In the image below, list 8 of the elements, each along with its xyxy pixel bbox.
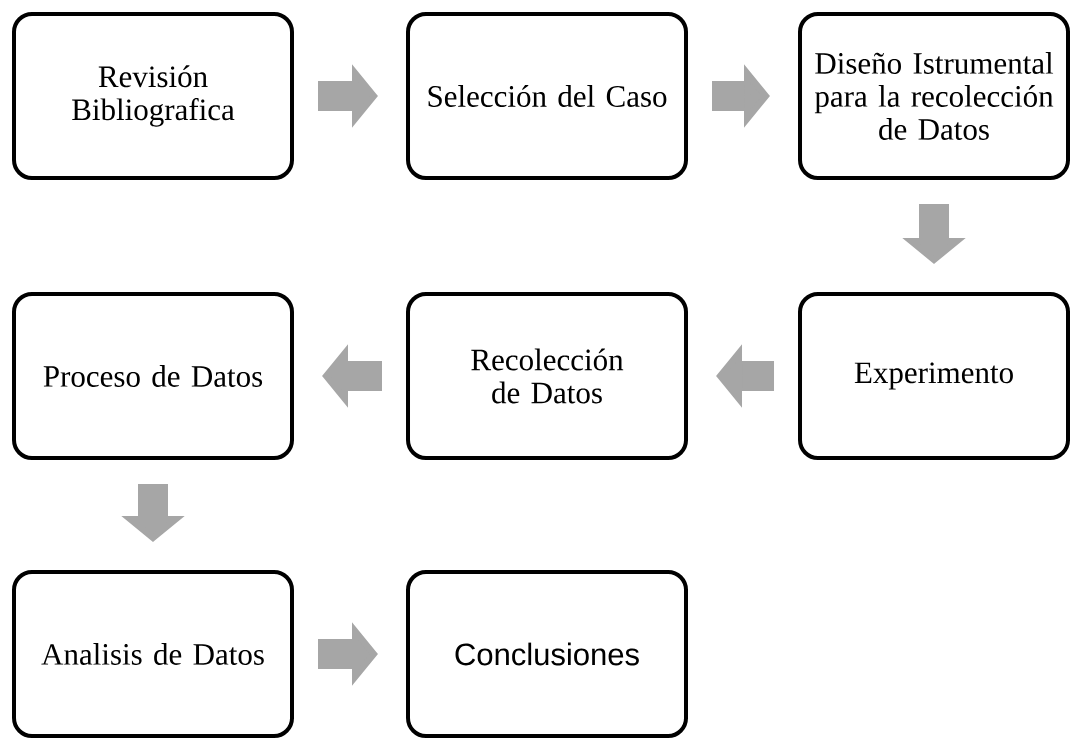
process-box: Diseño Istrumental para la recolección de Datos [798, 12, 1070, 180]
process-box: Conclusiones [406, 570, 688, 738]
process-box: Experimento [798, 292, 1070, 460]
process-box: Selección del Caso [406, 12, 688, 180]
process-box: Recolección de Datos [406, 292, 688, 460]
process-box: Proceso de Datos [12, 292, 294, 460]
process-box: Revisión Bibliografica [12, 12, 294, 180]
process-box: Analisis de Datos [12, 570, 294, 738]
